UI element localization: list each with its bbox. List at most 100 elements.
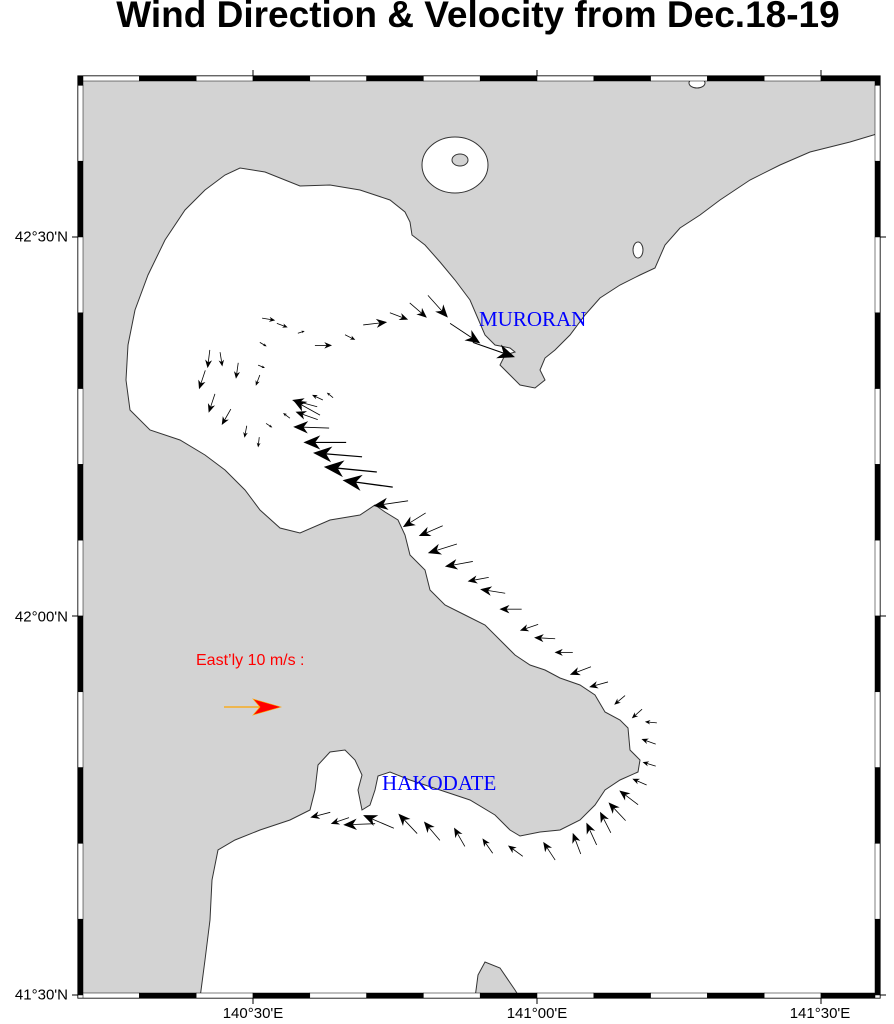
wind-vector-head (499, 604, 510, 614)
wind-vector-shaft (284, 414, 291, 419)
frame-band (139, 992, 197, 999)
wind-vector (276, 323, 288, 328)
wind-vector (389, 312, 409, 321)
lake-island (451, 153, 469, 167)
small-lake (632, 241, 644, 259)
wind-vector-shaft (453, 561, 473, 566)
wind-vector (330, 817, 350, 825)
wind-vector-shaft (574, 839, 582, 855)
frame-band (77, 464, 84, 541)
wind-vector-shaft (352, 823, 376, 825)
lat-label-42-00: 42°00'N (14, 608, 68, 626)
frame-band (77, 388, 84, 465)
legend-arrow-head (252, 698, 283, 716)
wind-vector (402, 512, 426, 528)
wind-vector-head (363, 815, 379, 827)
frame-band (763, 992, 822, 999)
wind-vector-head (312, 394, 318, 400)
wind-vector-shaft (257, 364, 263, 368)
wind-vector-head (482, 838, 490, 848)
wind-vector-shaft (301, 404, 321, 416)
lon-label-141-30: 141°30'E (789, 1005, 851, 1022)
frame-band (874, 767, 881, 844)
wind-vector (314, 342, 333, 349)
wind-vector-head (313, 446, 333, 463)
wind-vector (467, 575, 489, 584)
wind-vector-shaft (303, 426, 330, 429)
frame-band (820, 992, 879, 999)
legend-reference-arrow (224, 698, 283, 716)
frame-band (77, 85, 84, 162)
wind-vector (444, 559, 473, 570)
frame-band (874, 236, 881, 314)
wind-vector-head (644, 719, 651, 725)
wind-vector-shaft (207, 349, 211, 363)
lat-label-41-30: 41°30'N (14, 986, 68, 1004)
wind-vector (480, 586, 506, 596)
wind-vector (205, 349, 213, 369)
lat-label-42-30: 42°30'N (14, 228, 68, 246)
wind-vector (310, 811, 331, 819)
wind-vector (423, 821, 441, 841)
wind-vector-head (589, 681, 599, 689)
wind-vector-head (375, 318, 388, 328)
wind-vector (641, 738, 656, 745)
frame-band (423, 75, 481, 82)
wind-vector-head (642, 761, 650, 767)
wind-vector-head (282, 323, 288, 328)
wind-vector (499, 604, 522, 614)
wind-vector-head (608, 802, 620, 814)
wind-vector-shaft (449, 323, 472, 339)
wind-vector (632, 778, 647, 786)
frame-band (874, 75, 881, 86)
wind-vector (297, 330, 305, 334)
frame-band (77, 691, 84, 768)
wind-vector (283, 413, 291, 419)
wind-vector (449, 323, 481, 344)
wind-vector-shaft (645, 740, 656, 745)
wind-vector (259, 342, 267, 347)
wind-vector-shaft (436, 543, 458, 551)
wind-vector-shaft (428, 827, 441, 841)
wind-vector-head (632, 778, 640, 785)
wind-vector-shaft (371, 818, 395, 829)
wind-vector-shaft (613, 807, 626, 821)
wind-vector (427, 295, 448, 318)
wind-vector-shaft (302, 413, 318, 421)
wind-vector-shaft (219, 352, 223, 363)
wind-vector-shaft (427, 295, 443, 312)
wind-vector-head (301, 330, 305, 334)
wind-vectors (198, 295, 657, 861)
frame-band (536, 992, 595, 999)
wind-vector-shaft (636, 780, 647, 786)
wind-vector (243, 425, 248, 438)
wind-vector-head (303, 435, 321, 450)
wind-vector-shaft (540, 637, 556, 640)
frame-band (593, 992, 651, 999)
wind-vector-shaft (355, 481, 393, 488)
wind-vector-head (427, 543, 443, 555)
wind-vector-head (268, 424, 273, 428)
wind-vector-head (398, 813, 411, 827)
wind-vector-shaft (276, 323, 285, 327)
wind-vector (472, 341, 515, 359)
frame-band (707, 75, 765, 82)
frame-band (139, 75, 197, 82)
wind-vector-head (543, 841, 553, 853)
wind-vector (569, 666, 592, 676)
wind-vector (589, 681, 609, 689)
wind-vector-head (324, 342, 333, 349)
wind-vector-shaft (576, 666, 592, 673)
wind-vector-head (467, 575, 478, 584)
wind-vector (303, 435, 347, 450)
frame-band (77, 615, 84, 693)
frame-band (874, 918, 881, 996)
wind-vector-shaft (409, 512, 426, 524)
wind-vector (427, 543, 458, 555)
wind-vector-head (631, 712, 639, 719)
wind-vector-head (330, 817, 341, 825)
wind-vector-head (256, 442, 261, 448)
wind-vector-head (569, 667, 581, 676)
wind-vector-head (295, 411, 308, 420)
